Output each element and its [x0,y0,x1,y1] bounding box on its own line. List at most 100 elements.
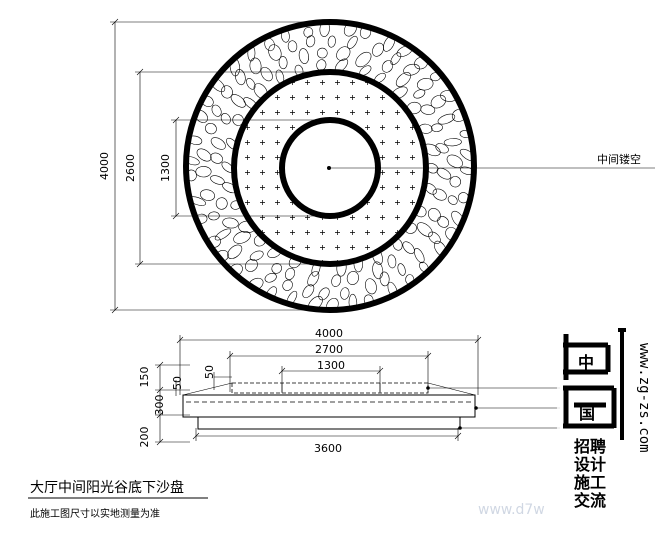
gravel-stone [372,261,384,280]
gravel-stone [278,56,288,70]
gravel-stone [379,271,390,287]
sec-dim-offset: 50 [203,365,216,379]
gravel-stone [403,63,420,76]
gravel-stone [245,258,258,272]
section-leaders [426,386,560,430]
gravel-stone [416,77,434,91]
sec-dim-200: 200 [138,427,151,448]
gravel-stone [222,217,239,229]
gravel-stone [214,228,232,241]
gravel-stone [319,22,330,37]
gravel-stone [282,279,293,291]
gravel-stone [348,293,358,310]
watermark-url: www.zg-zs.com [636,343,652,453]
gravel-stone [355,51,372,68]
gravel-stone [395,72,411,87]
gravel-stone [331,274,342,287]
caption: 大厅中间阳光谷底下沙盘 此施工图尺寸以实地测量为准 [28,479,208,520]
section-view: 4000 2700 1300 3600 50 150 50 300 200 [138,327,560,455]
gravel-stone [287,40,298,53]
gravel-stone [211,104,222,117]
gravel-stone [268,44,282,61]
gravel-stone [200,189,215,201]
gravel-stone [372,42,384,57]
gravel-stone [420,104,436,115]
plan-view: 4000 2600 1300 中间镂空 [98,18,655,314]
gravel-stone [246,78,256,90]
sec-dim-300: 300 [153,395,166,416]
section-main-slab [182,394,476,418]
gravel-stone [210,175,225,185]
section-top-box [231,382,429,394]
gravel-stone [264,273,277,283]
watermark-backdrop [557,330,643,500]
gravel-stone [381,60,394,73]
gravel-stone [390,52,402,65]
gravel-stone [249,250,264,261]
gravel-stone [196,148,212,162]
drawing-title: 大厅中间阳光谷底下沙盘 [30,479,184,496]
slogan-2: 设计 [574,455,606,474]
sec-dim-mid: 2700 [315,343,343,356]
watermark-slogan: 招聘 设计 施工 交流 [574,437,606,510]
watermark: 中 国 www.zg-zs.com 招聘 设计 施工 交流 www.d7w [478,328,652,518]
gravel-stone [205,122,217,135]
gravel-stone [431,123,443,132]
drawing-note: 此施工图尺寸以实地测量为准 [30,507,160,520]
gravel-stone [220,113,231,125]
gravel-stone [435,143,449,154]
logo-char-1: 中 [578,353,594,372]
gravel-stone [307,271,320,287]
gravel-stone [220,85,233,99]
gravel-stone [233,231,251,244]
gravel-stone [432,188,447,201]
gravel-stone [413,89,426,99]
slogan-4: 交流 [574,491,606,510]
watermark-logo: 中 国 [563,328,626,440]
sec-dim-overall: 4000 [315,327,343,340]
gravel-stone [215,197,228,210]
gravel-stone [271,263,282,274]
gravel-stone [430,94,447,109]
gravel-stone [427,208,441,222]
sec-dim-150: 150 [138,367,151,388]
sec-dim-top: 1300 [317,359,345,372]
gravel-stone [446,154,463,168]
plan-dimension-lines [110,18,330,314]
gravel-stone [210,137,226,150]
gravel-stone [346,271,359,285]
gravel-stone [365,278,377,295]
gravel-stone [414,248,425,264]
gravel-stone [387,254,397,269]
sec-dim-base: 3600 [314,442,342,455]
section-body [182,382,476,430]
slogan-3: 施工 [574,473,606,492]
gravel-stone [249,57,262,75]
outer-circle [183,19,477,313]
center-dot [327,166,331,170]
gravel-stone [316,47,328,59]
gravel-stone [340,287,350,300]
gravel-stone [437,216,449,228]
gravel-stone [416,222,433,237]
gravel-stone [449,176,461,188]
gravel-stone [227,244,243,259]
gravel-stone [234,69,246,86]
section-base-slab [197,416,461,430]
dim-middle-diameter: 2600 [124,154,137,182]
gravel-stone [436,167,452,180]
dim-inner-diameter: 1300 [159,154,172,182]
gravel-stone [397,263,406,276]
gravel-stone [347,35,358,49]
gravel-stone [336,46,351,61]
cross-hatch-ring [236,74,425,262]
gravel-stone [428,231,441,244]
gravel-stone [447,195,458,205]
dim-outer-diameter: 4000 [98,152,111,180]
gravel-stone [303,27,314,38]
gravel-stone [260,66,273,82]
gravel-stone [230,94,246,108]
section-dimension-lines [155,335,482,446]
gravel-stone [459,148,475,162]
gravel-stone [402,241,415,254]
